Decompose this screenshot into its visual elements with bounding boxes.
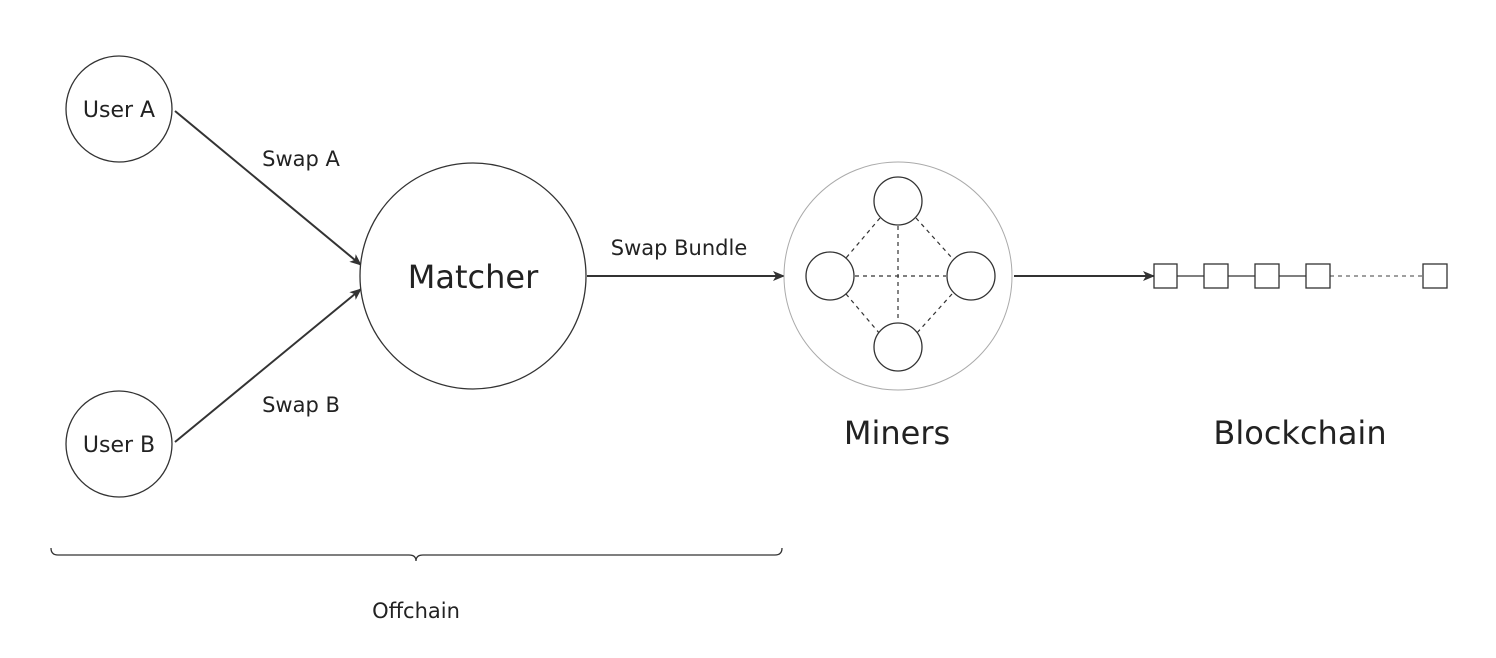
miners-label: Miners — [844, 414, 950, 452]
miner-right — [946, 251, 996, 301]
offchain-label: Offchain — [372, 599, 460, 623]
swap-a-arrow — [174, 110, 362, 266]
user-a-label: User A — [83, 98, 155, 123]
block-3 — [1254, 263, 1280, 289]
blockchain-chain — [1153, 263, 1448, 289]
user-b-label: User B — [83, 433, 155, 458]
block-4 — [1305, 263, 1331, 289]
swap-a-label: Swap A — [262, 147, 340, 171]
miner-bottom — [873, 322, 923, 372]
miners-cluster — [783, 161, 1013, 391]
miner-mesh-links — [845, 217, 953, 335]
block-last — [1422, 263, 1448, 289]
offchain-brace — [50, 547, 783, 562]
user-b-node: User B — [65, 390, 173, 498]
matcher-label: Matcher — [408, 258, 539, 296]
swap-b-label: Swap B — [262, 393, 340, 417]
miner-left — [805, 251, 855, 301]
swap-bundle-label: Swap Bundle — [611, 236, 748, 260]
matcher-node: Matcher — [359, 162, 587, 390]
block-1 — [1153, 263, 1178, 289]
user-a-node: User A — [65, 55, 173, 163]
miner-top — [873, 176, 923, 226]
block-2 — [1203, 263, 1229, 289]
swap-b-arrow — [174, 288, 362, 443]
blockchain-label: Blockchain — [1213, 414, 1386, 452]
